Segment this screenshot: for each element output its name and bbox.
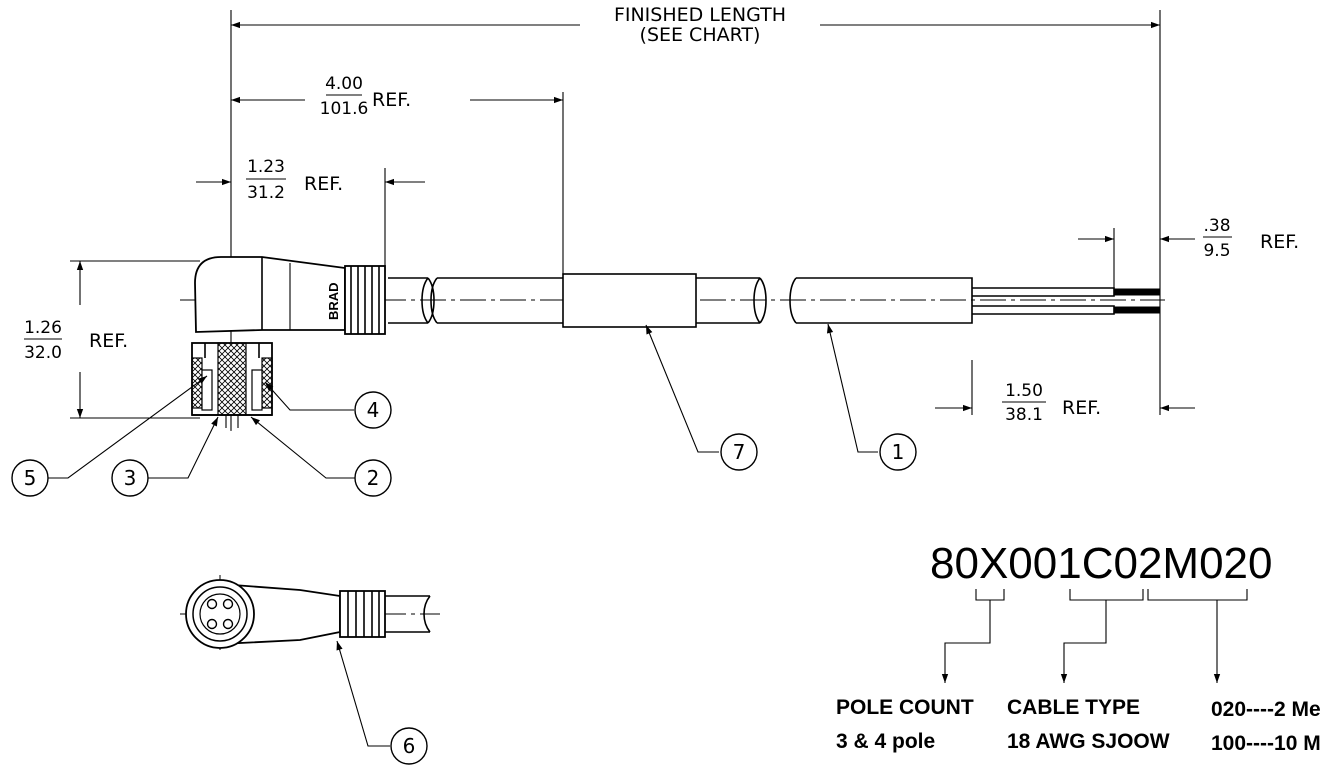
pole-count-title: POLE COUNT [836, 696, 974, 719]
see-chart-label: (SEE CHART) [640, 24, 761, 46]
dim-123-in: 1.23 [247, 157, 285, 177]
dim-150-in: 1.50 [1005, 381, 1043, 401]
callout-5-balloon [11, 459, 49, 497]
dim-400-in: 4.00 [325, 74, 363, 94]
dim-123-mm: 31.2 [247, 183, 285, 203]
callouts: 1 7 4 5 3 2 6 [11, 323, 917, 765]
brand-marking: BRAD [326, 282, 341, 320]
dim-126-ref: REF. [89, 330, 128, 352]
dim-123-ref: REF. [304, 173, 343, 195]
callout-7-balloon [720, 433, 758, 471]
cable-type-title: CABLE TYPE [1007, 696, 1140, 719]
dim-038-mm: 9.5 [1203, 241, 1230, 261]
dim-400-mm: 101.6 [320, 99, 369, 119]
part-number: 80X001C02M020 [930, 539, 1272, 588]
callout-6-label: 6 [403, 734, 416, 758]
conductor-2 [1114, 306, 1160, 314]
dimension-text: FINISHED LENGTH (SEE CHART) 4.00 101.6 R… [24, 4, 1299, 425]
dim-400-ref: REF. [372, 89, 411, 111]
dim-126-in: 1.26 [24, 318, 62, 338]
dim-150-ref: REF. [1062, 397, 1101, 419]
conductor-1 [1114, 288, 1160, 296]
dim-150-mm: 38.1 [1005, 405, 1043, 425]
callout-1-balloon [879, 433, 917, 471]
callout-6-balloon [390, 727, 428, 765]
cable [388, 273, 1160, 328]
callout-2-balloon [354, 459, 392, 497]
callout-2-label: 2 [367, 466, 380, 490]
label-sleeve [562, 273, 697, 328]
length-option-2m: 020----2 Me [1211, 698, 1321, 721]
callout-3-balloon [111, 459, 149, 497]
callout-4-label: 4 [367, 398, 380, 422]
dim-038-ref: REF. [1260, 231, 1299, 253]
length-option-10m: 100----10 M [1211, 732, 1321, 755]
callout-7-label: 7 [733, 440, 746, 464]
callout-4-balloon [354, 391, 392, 429]
connector-end-view [180, 575, 440, 655]
pole-count-value: 3 & 4 pole [836, 730, 935, 753]
callout-3-label: 3 [124, 466, 137, 490]
cable-type-value: 18 AWG SJOOW [1007, 730, 1170, 753]
part-number-legend: 80X001C02M020 POLE COUNT 3 & 4 pole CABL… [836, 539, 1321, 755]
finished-length-label: FINISHED LENGTH [614, 4, 786, 26]
callout-1-label: 1 [892, 440, 905, 464]
dim-038-in: .38 [1203, 216, 1230, 236]
dimension-lines [24, 21, 1232, 418]
callout-5-label: 5 [24, 466, 37, 490]
dim-126-mm: 32.0 [24, 343, 62, 363]
